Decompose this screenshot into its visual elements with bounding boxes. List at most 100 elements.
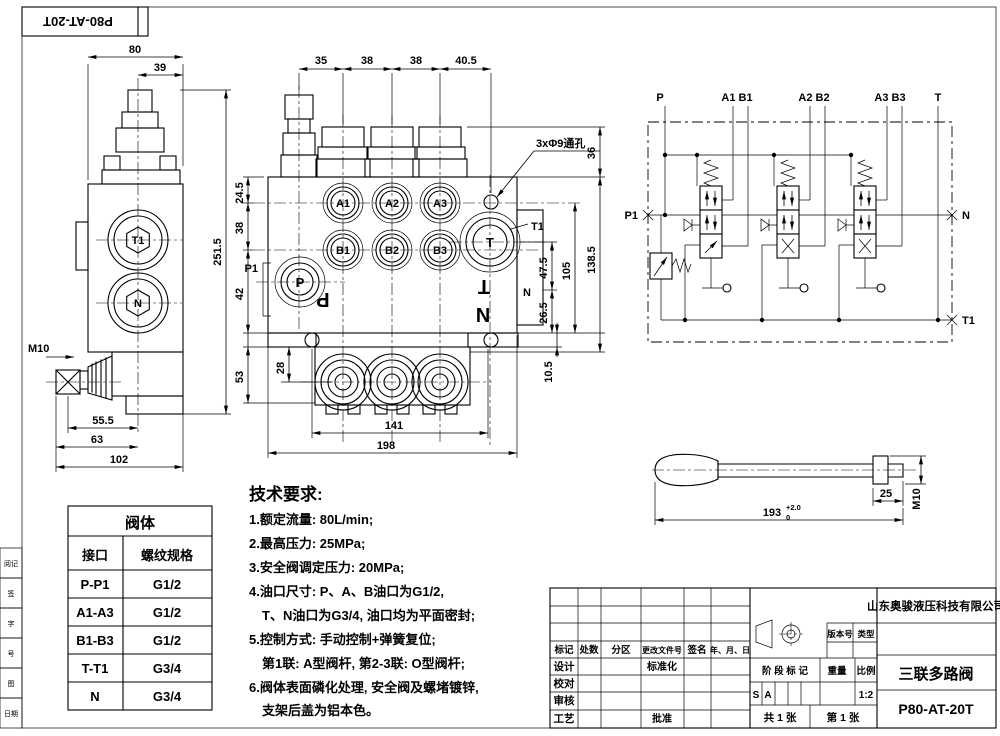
tb-count: 处数: [578, 644, 599, 656]
joystick: [55, 355, 113, 401]
tb-audit: 审核: [554, 694, 575, 707]
port-table: 阀体 接口 螺纹规格 P-P1 G1/2 A1-A3 G1/2 B1-B3 G1…: [67, 505, 213, 711]
dim-102: 102: [110, 454, 128, 466]
table-cell: G3/4: [153, 689, 182, 704]
margin-box-label: 号: [8, 650, 15, 658]
table-cell: B1-B3: [76, 633, 114, 648]
side-view: T1 N 80 39 M10 55.5 63: [28, 44, 231, 472]
dim-105: 105: [561, 262, 573, 280]
dim-38-left: 38: [234, 222, 246, 234]
label-t1: T1: [531, 221, 544, 233]
spool-valve-1: [699, 159, 732, 293]
hole-note: 3xΦ9通孔: [536, 137, 585, 150]
schematic-label-p1: P1: [625, 210, 638, 222]
sheet-frame: P80-AT-20T 阅记 签 字 号 图 日期: [0, 6, 997, 729]
tech-req-line: T、N油口为G3/4, 油口均为平面密封;: [262, 608, 475, 623]
dim-handle-m10: M10: [911, 488, 923, 509]
tb-sheet-number: 第 1 张: [827, 711, 860, 724]
dim-251-5: 251.5: [212, 238, 224, 266]
table-cell: P-P1: [81, 577, 110, 592]
tb-version: 版本号: [826, 629, 853, 639]
schematic-label-n: N: [962, 210, 970, 222]
table-cell: A1-A3: [76, 605, 114, 620]
margin-box-label: 签: [8, 589, 15, 598]
tech-req-line: 第1联: A型阀杆, 第2-3联: O型阀杆;: [262, 656, 465, 671]
spool-valve-3: [853, 159, 886, 293]
dim-26-5: 26.5: [538, 302, 550, 323]
tb-zone: 分区: [611, 644, 631, 656]
label-n: N: [523, 287, 531, 299]
dim-10-5: 10.5: [543, 361, 555, 382]
tb-type: 类型: [857, 629, 875, 639]
schematic-label-t: T: [935, 92, 942, 104]
handle-drawing: 25 M10 193 +2.0 0: [652, 453, 926, 525]
dim-38b: 38: [410, 55, 422, 67]
table-cell: T-T1: [82, 661, 109, 676]
emboss-p: P: [316, 288, 329, 310]
port-b1: B1: [336, 245, 350, 257]
tb-approve: 批准: [652, 712, 672, 725]
dim-35: 35: [315, 55, 327, 67]
tech-req-line: 2.最高压力: 25MPa;: [249, 536, 365, 551]
tb-product-name: 三联多路阀: [898, 665, 973, 683]
tech-req-line: 6.阀体表面磷化处理, 安全阀及螺堵镀锌,: [249, 680, 479, 695]
table-cell: N: [90, 689, 99, 704]
table-title: 阀体: [125, 514, 156, 532]
table-cell: G1/2: [153, 633, 181, 648]
dim-55-5: 55.5: [92, 415, 113, 427]
dim-39: 39: [154, 62, 166, 74]
dim-193: 193: [763, 507, 781, 519]
tb-stage-s: S: [753, 690, 760, 701]
hydraulic-schematic: P A1 B1 A2 B2 A3 B3 T: [625, 92, 975, 343]
port-t: T: [486, 235, 494, 250]
port-b2: B2: [385, 245, 399, 257]
table-cell: G1/2: [153, 605, 181, 620]
tb-std: 标准化: [646, 660, 677, 673]
side-port-n: N: [134, 298, 142, 310]
port-a3: A3: [433, 198, 447, 210]
relief-valve-symbol: [649, 215, 692, 320]
port-b3: B3: [433, 245, 447, 257]
dim-25: 25: [880, 488, 892, 500]
tb-model: P80-AT-20T: [898, 701, 974, 717]
emboss-n: N: [476, 303, 490, 325]
dim-53: 53: [234, 371, 246, 383]
dim-24-5: 24.5: [234, 182, 246, 203]
margin-strip: 阅记 签 字 号 图 日期: [0, 547, 23, 729]
dim-38a: 38: [361, 55, 373, 67]
tech-req-line: 支架后盖为铝本色。: [261, 703, 379, 718]
spool-valve-2: [776, 159, 809, 293]
schematic-label-t1: T1: [962, 315, 975, 327]
tb-date: 年、月、日: [710, 645, 750, 655]
schematic-label-a3b3: A3 B3: [874, 92, 905, 104]
margin-box-label: 阅记: [4, 560, 18, 568]
tb-company: 山东奥骏液压科技有限公司: [867, 599, 1000, 613]
dim-63: 63: [91, 434, 103, 446]
emboss-t: T: [478, 275, 490, 297]
stamp-box: P80-AT-20T: [21, 6, 149, 37]
schematic-label-p: P: [656, 92, 663, 104]
margin-box-label: 日期: [4, 710, 18, 718]
side-port-t1: T1: [132, 235, 145, 247]
title-block: 标记 处数 分区 更改文件号 签名 年、月、日 设计 校对 审核 工艺 标准化 …: [549, 587, 1000, 729]
dim-47-5: 47.5: [538, 257, 550, 278]
tech-req-line: 5.控制方式: 手动控制+弹簧复位;: [249, 632, 436, 647]
margin-box-label: 字: [8, 619, 15, 628]
port-a2: A2: [385, 198, 399, 210]
tb-scale-value: 1:2: [859, 690, 874, 701]
tb-weight: 重量: [827, 665, 847, 677]
table-cell: G1/2: [153, 577, 181, 592]
tb-stage: 阶 段 标 记: [762, 665, 808, 677]
label-p1: P1: [245, 263, 258, 275]
dim-28: 28: [275, 362, 287, 374]
tb-stage-a: A: [764, 690, 771, 701]
dim-36: 36: [586, 147, 598, 159]
tech-requirements: 技术要求: 1.额定流量: 80L/min; 2.最高压力: 25MPa; 3.…: [249, 484, 479, 718]
tb-process: 工艺: [554, 712, 575, 725]
tb-doc: 更改文件号: [642, 645, 682, 655]
spool-caps: [315, 126, 468, 178]
dim-40-5: 40.5: [455, 55, 476, 67]
port-a1: A1: [336, 198, 350, 210]
